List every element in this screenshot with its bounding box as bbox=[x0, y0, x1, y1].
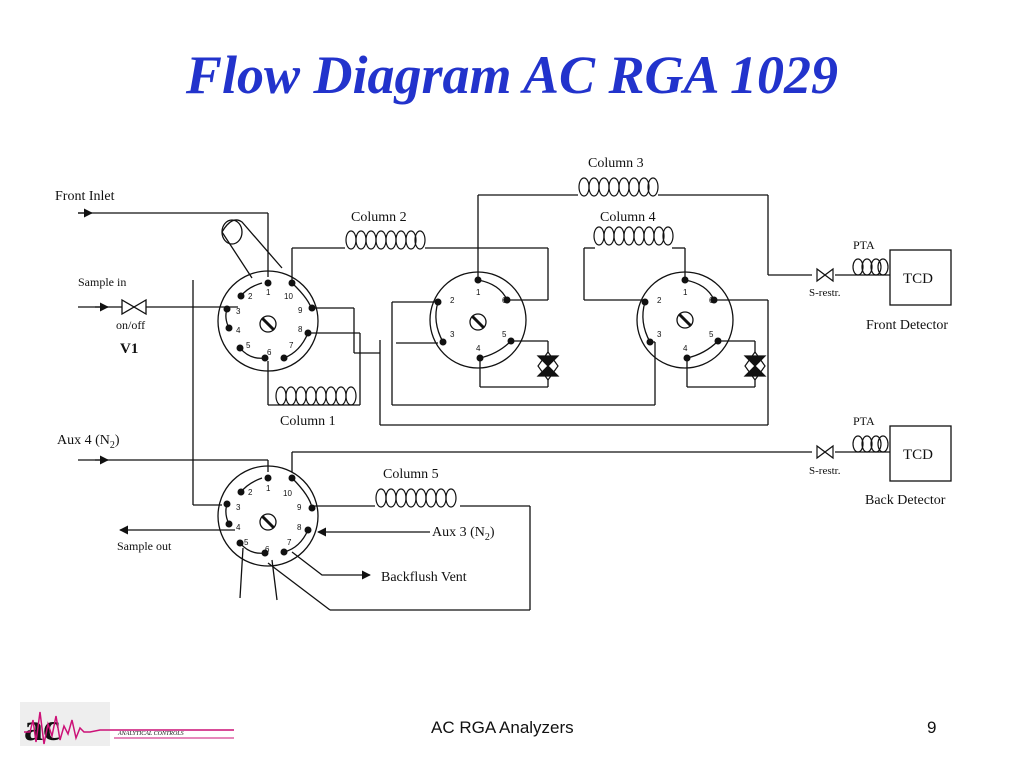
column-2-label: Column 2 bbox=[351, 210, 407, 225]
s-restr-front-icon bbox=[816, 267, 834, 283]
valve-right-port-6: 6 bbox=[709, 296, 714, 305]
valve-bottom-port-5: 5 bbox=[244, 538, 249, 547]
column-4-label: Column 4 bbox=[600, 210, 656, 225]
pta-front-label: PTA bbox=[853, 238, 875, 252]
valve-right-port-1: 1 bbox=[683, 288, 688, 297]
needle-valve-right-icon bbox=[743, 350, 767, 382]
ten-port-valve-bottom bbox=[217, 465, 319, 567]
s-restr-front-label: S-restr. bbox=[809, 287, 841, 299]
column-1-label: Column 1 bbox=[280, 414, 336, 429]
backflush-vent-arrow bbox=[291, 551, 371, 580]
valve-lever-knob bbox=[221, 219, 243, 245]
valve-right-port-4: 4 bbox=[683, 344, 688, 353]
valve-right-port-3: 3 bbox=[657, 330, 662, 339]
valve-bottom-port-10: 10 bbox=[283, 489, 292, 498]
valve-middle-port-3: 3 bbox=[450, 330, 455, 339]
column-4-coil bbox=[593, 226, 674, 246]
v1-label: V1 bbox=[120, 341, 138, 357]
flow-diagram: 1 2 3 4 5 6 7 8 9 10 1 2 3 4 5 6 1 2 3 4… bbox=[55, 156, 952, 611]
tcd-front-box bbox=[889, 249, 952, 306]
valve-top-port-7: 7 bbox=[289, 341, 294, 350]
valve-lever bbox=[221, 219, 283, 279]
front-inlet-label: Front Inlet bbox=[55, 189, 115, 204]
valve-top-port-2: 2 bbox=[248, 292, 253, 301]
pta-back-coil bbox=[852, 435, 889, 453]
s-restr-back-label: S-restr. bbox=[809, 465, 841, 477]
valve-bottom-port-4: 4 bbox=[236, 523, 241, 532]
s-restr-back-icon bbox=[816, 444, 834, 460]
valve-top-port-4: 4 bbox=[236, 326, 241, 335]
valve-top-port-5: 5 bbox=[246, 341, 251, 350]
on-off-label: on/off bbox=[116, 318, 145, 332]
column-1-coil bbox=[275, 386, 357, 406]
needle-valve-middle-icon bbox=[536, 350, 560, 382]
valve-bottom-port-9: 9 bbox=[297, 503, 302, 512]
sample-in-label: Sample in bbox=[78, 275, 126, 289]
tcd-back-box bbox=[889, 425, 952, 482]
aux4-label: Aux 4 (N2) bbox=[57, 433, 120, 451]
valve-bottom-port-7: 7 bbox=[287, 538, 292, 547]
aux3-label: Aux 3 (N2) bbox=[432, 525, 495, 543]
valve-top-port-6: 6 bbox=[267, 348, 272, 357]
valve-middle-port-1: 1 bbox=[476, 288, 481, 297]
valve-right-port-5: 5 bbox=[709, 330, 714, 339]
valve-right-port-2: 2 bbox=[657, 296, 662, 305]
svg-text:ANALYTICAL CONTROLS: ANALYTICAL CONTROLS bbox=[117, 731, 184, 737]
valve-top-port-10: 10 bbox=[284, 292, 293, 301]
valve-top-port-3: 3 bbox=[236, 307, 241, 316]
sample-out-label: Sample out bbox=[117, 539, 172, 553]
pta-front-coil bbox=[852, 258, 889, 276]
pta-back-label: PTA bbox=[853, 414, 875, 428]
tcd-back-label: TCD bbox=[903, 447, 933, 463]
analytical-controls-logo: ac ANALYTICAL CONTROLS bbox=[20, 702, 234, 748]
slide-title: Flow Diagram AC RGA 1029 bbox=[185, 45, 839, 105]
valve-top-port-8: 8 bbox=[298, 325, 303, 334]
valve-bottom-port-8: 8 bbox=[297, 523, 302, 532]
valve-v1-icon bbox=[121, 298, 147, 316]
valve-top-port-1: 1 bbox=[266, 288, 271, 297]
column-5-coil bbox=[375, 488, 457, 508]
tcd-front-label: TCD bbox=[903, 271, 933, 287]
valve-middle-port-6: 6 bbox=[502, 296, 507, 305]
valve-bottom-port-6: 6 bbox=[265, 545, 270, 554]
front-detector-label: Front Detector bbox=[866, 318, 948, 333]
valve-middle-port-5: 5 bbox=[502, 330, 507, 339]
backflush-vent-label: Backflush Vent bbox=[381, 570, 467, 585]
valve-middle-port-2: 2 bbox=[450, 296, 455, 305]
page-number: 9 bbox=[927, 718, 937, 737]
footer-center-text: AC RGA Analyzers bbox=[431, 718, 574, 737]
valve-bottom-port-1: 1 bbox=[266, 484, 271, 493]
valve-bottom-port-3: 3 bbox=[236, 503, 241, 512]
valve-middle-port-4: 4 bbox=[476, 344, 481, 353]
column-3-coil bbox=[578, 177, 659, 197]
valve-bottom-port-2: 2 bbox=[248, 488, 253, 497]
column-3-label: Column 3 bbox=[588, 156, 644, 171]
valve-top-port-9: 9 bbox=[298, 306, 303, 315]
column-5-label: Column 5 bbox=[383, 467, 439, 482]
back-detector-label: Back Detector bbox=[865, 493, 946, 508]
column-2-coil bbox=[345, 230, 426, 250]
